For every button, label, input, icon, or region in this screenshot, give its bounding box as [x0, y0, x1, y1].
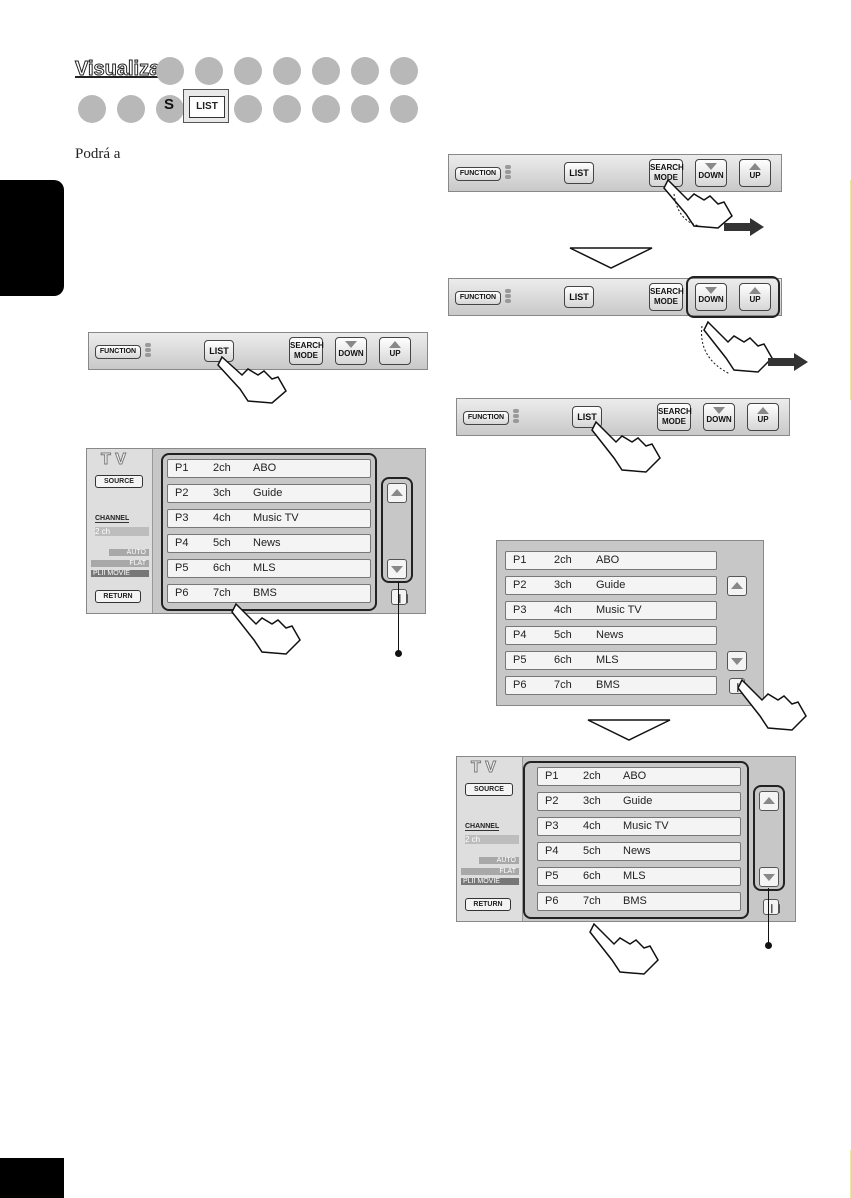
mode-auto: AUTO	[109, 549, 149, 556]
return-button[interactable]: RETURN	[95, 590, 141, 603]
callout-line	[395, 582, 402, 657]
down-button[interactable]: DOWN	[703, 403, 735, 431]
right-arrow-icon	[724, 218, 764, 236]
channel-list-highlight	[161, 453, 377, 611]
down-arrow-icon	[587, 719, 671, 741]
led-icon	[513, 409, 519, 424]
scroll-up-button[interactable]	[759, 791, 779, 811]
page-title: Visualiza	[74, 58, 161, 81]
hand-pointer-icon	[738, 678, 807, 731]
list-button[interactable]: LIST	[572, 406, 602, 428]
down-arrow-icon	[569, 247, 653, 269]
function-button[interactable]: FUNCTION	[455, 167, 501, 181]
up-button[interactable]: UP	[739, 283, 771, 311]
list-button[interactable]: LIST	[564, 286, 594, 308]
led-icon	[505, 289, 511, 304]
source-button[interactable]: SOURCE	[95, 475, 143, 488]
tv-channel-list-screen: T V SOURCE CHANNEL 2 ch AUTO FLAT PLII M…	[86, 448, 426, 614]
prologic-indicator: PLII MOVIE	[91, 570, 149, 577]
page-number-tab	[0, 1158, 64, 1198]
down-up-highlight	[686, 276, 780, 318]
led-icon	[505, 165, 511, 180]
mode-flat: FLAT	[91, 560, 149, 567]
up-button[interactable]: UP	[739, 159, 771, 187]
page-button[interactable]	[763, 899, 783, 915]
channel-label: CHANNEL	[95, 515, 130, 523]
down-button[interactable]: DOWN	[335, 337, 367, 365]
hand-pointer-icon	[591, 420, 661, 473]
channel-label: CHANNEL	[465, 823, 500, 831]
subtitle-letter: S	[164, 96, 175, 113]
scroll-up-button[interactable]	[727, 576, 747, 596]
scroll-buttons-highlight	[381, 477, 413, 583]
function-button[interactable]: FUNCTION	[463, 411, 509, 425]
tv-label: T V	[471, 759, 497, 777]
scroll-down-button[interactable]	[759, 867, 779, 887]
mode-flat: FLAT	[461, 868, 519, 875]
scroll-up-button[interactable]	[387, 483, 407, 503]
scroll-down-button[interactable]	[727, 651, 747, 671]
scroll-down-button[interactable]	[387, 559, 407, 579]
right-arrow-icon	[768, 353, 808, 371]
channel-value: 2 ch	[465, 835, 519, 844]
intro-text: Podrá a	[75, 146, 121, 162]
return-button[interactable]: RETURN	[465, 898, 511, 911]
down-button[interactable]: DOWN	[695, 159, 727, 187]
function-button[interactable]: FUNCTION	[455, 291, 501, 305]
mode-auto: AUTO	[479, 857, 519, 864]
hand-pointer-icon	[217, 355, 287, 404]
hand-pointer-icon	[663, 178, 733, 229]
page-button[interactable]	[391, 589, 411, 605]
down-button[interactable]: DOWN	[695, 283, 727, 311]
tv-side-panel: T V SOURCE CHANNEL 2 ch AUTO FLAT PLII M…	[87, 449, 153, 613]
function-button[interactable]: FUNCTION	[95, 345, 141, 359]
callout-line	[765, 888, 772, 949]
up-button[interactable]: UP	[379, 337, 411, 365]
list-button[interactable]: LIST	[564, 162, 594, 184]
tv-channel-list-screen: T V SOURCE CHANNEL 2 ch AUTO FLAT PLII M…	[456, 756, 796, 922]
list-badge: LIST	[183, 89, 229, 123]
prologic-indicator: PLII MOVIE	[461, 878, 519, 885]
scroll-buttons-highlight	[753, 785, 785, 891]
tv-label: T V	[101, 451, 127, 469]
up-button[interactable]: UP	[747, 403, 779, 431]
channel-value: 2 ch	[95, 527, 149, 536]
hand-pointer-icon	[231, 602, 301, 655]
led-icon	[145, 343, 151, 358]
hand-pointer-icon	[701, 320, 773, 375]
language-tab	[0, 180, 64, 296]
channel-list-highlight	[523, 761, 749, 919]
hand-pointer-icon	[589, 922, 659, 975]
tv-side-panel: T V SOURCE CHANNEL 2 ch AUTO FLAT PLII M…	[457, 757, 523, 921]
source-button[interactable]: SOURCE	[465, 783, 513, 796]
